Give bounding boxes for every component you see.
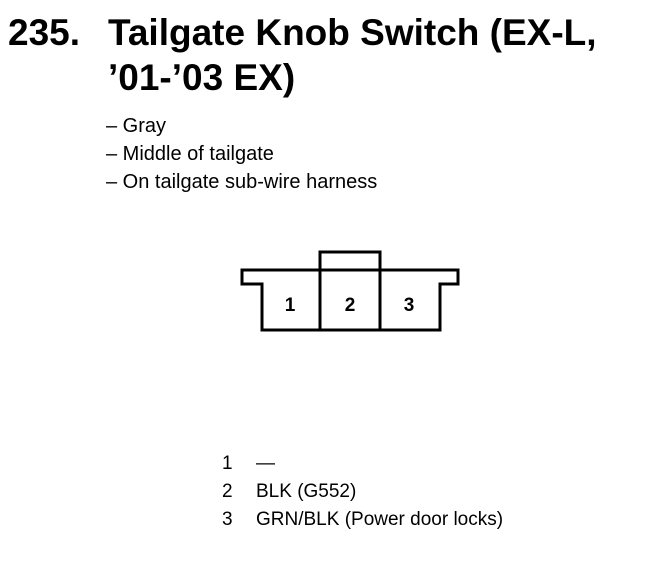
pin-description: GRN/BLK (Power door locks) (256, 509, 504, 530)
pin-number: 3 (222, 509, 233, 530)
detail-color: – Gray (106, 115, 167, 137)
pin-number: 1 (222, 453, 233, 474)
pin-description: BLK (G552) (256, 481, 357, 502)
connector-lock-tab (318, 250, 382, 270)
title-line-2: ’01-’03 EX) (108, 57, 296, 98)
connector-pin-3: 3 (404, 295, 415, 316)
section-number: 235. (8, 12, 81, 53)
pin-description: — (256, 453, 275, 474)
pin-row-2: 2 BLK (G552) (222, 478, 503, 506)
connector-pin-2: 2 (345, 295, 356, 316)
detail-harness: – On tailgate sub-wire harness (106, 171, 378, 193)
pin-number: 2 (222, 481, 233, 502)
pin-row-1: 1— (222, 450, 503, 478)
title-line-1: Tailgate Knob Switch (EX-L, (108, 12, 597, 53)
connector-housing (240, 268, 460, 332)
connector-pin-1: 1 (285, 295, 296, 316)
detail-location: – Middle of tailgate (106, 143, 274, 165)
connector-details: – Gray – Middle of tailgate – On tailgat… (106, 112, 377, 196)
pin-row-3: 3 GRN/BLK (Power door locks) (222, 506, 503, 534)
